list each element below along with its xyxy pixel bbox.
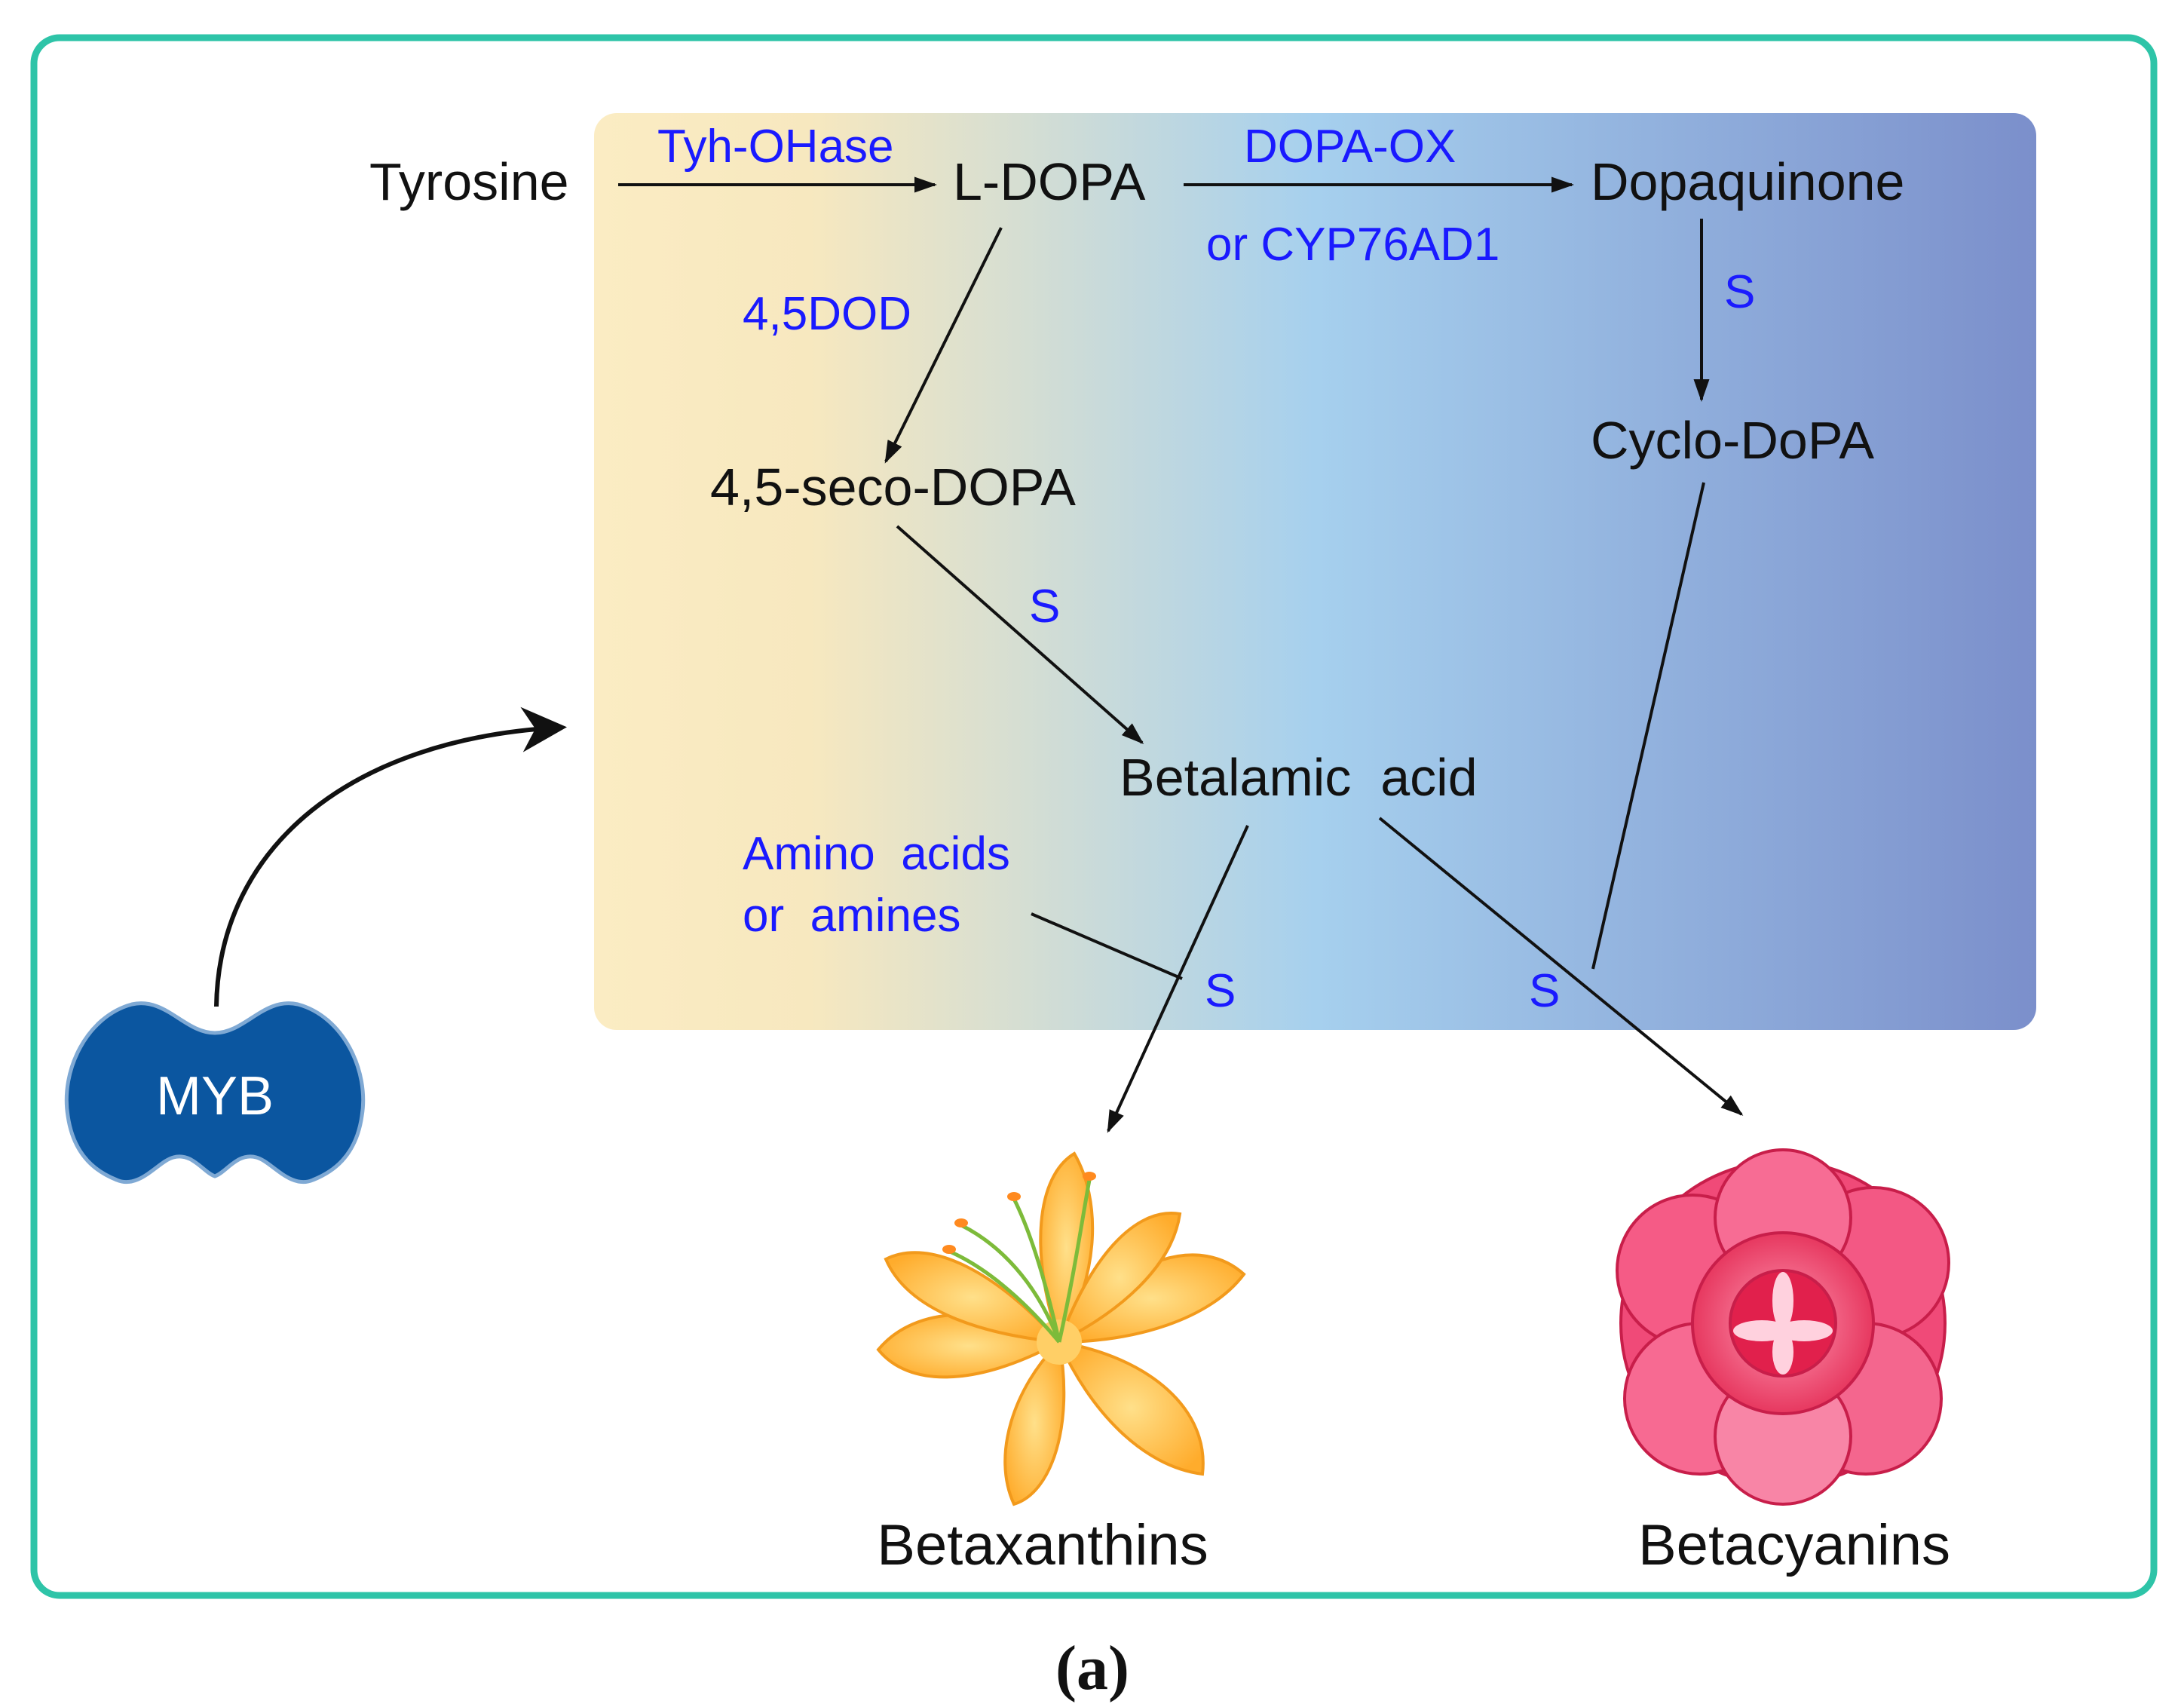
arrow-betalamic-to-betacyanins	[1378, 817, 1744, 1116]
node-seco-dopa: 4,5-seco-DOPA	[710, 458, 1076, 516]
spontaneous-label-betaxanthin: S	[1205, 965, 1236, 1017]
spontaneous-label-dopaquinone: S	[1724, 266, 1755, 318]
camellia-flower-icon	[1616, 1148, 1950, 1506]
arrow-ldopa-to-seco	[884, 227, 1003, 464]
figure-caption: (a)	[1055, 1633, 1129, 1703]
enzyme-tyh-ohase: Tyh-OHase	[657, 121, 894, 173]
spontaneous-label-betacyanin: S	[1529, 965, 1560, 1017]
arrow-myb-to-pathway	[214, 706, 567, 1007]
product-betacyanins: Betacyanins	[1638, 1513, 1950, 1577]
enzyme-cyp76ad1: or CYP76AD1	[1206, 219, 1499, 271]
pathway-panel	[594, 113, 2036, 1030]
enzyme-dopa-ox: DOPA-OX	[1244, 121, 1456, 173]
node-dopaquinone: Dopaquinone	[1591, 152, 1904, 211]
myb-protein-icon: MYB	[64, 1001, 366, 1184]
lily-flower-icon	[876, 1151, 1246, 1506]
line-cyclodopa-to-betacyanin-branch	[1591, 482, 1705, 970]
line-amines-to-betaxanthin-branch	[1031, 912, 1183, 980]
node-tyrosine: Tyrosine	[369, 152, 569, 211]
arrow-seco-to-betalamic	[896, 525, 1144, 744]
amines-label: or amines	[743, 890, 960, 942]
node-l-dopa: L-DOPA	[953, 152, 1146, 211]
node-cyclo-dopa: Cyclo-DoPA	[1591, 411, 1874, 470]
myb-label: MYB	[156, 1066, 274, 1126]
enzyme-4-5-dod: 4,5DOD	[743, 288, 911, 340]
node-betalamic-acid: Betalamic acid	[1120, 748, 1478, 807]
product-betaxanthins: Betaxanthins	[877, 1513, 1208, 1577]
pathway-arrows	[214, 176, 1744, 1133]
amino-acids-label: Amino acids	[743, 828, 1010, 880]
spontaneous-label-seco: S	[1029, 581, 1060, 633]
